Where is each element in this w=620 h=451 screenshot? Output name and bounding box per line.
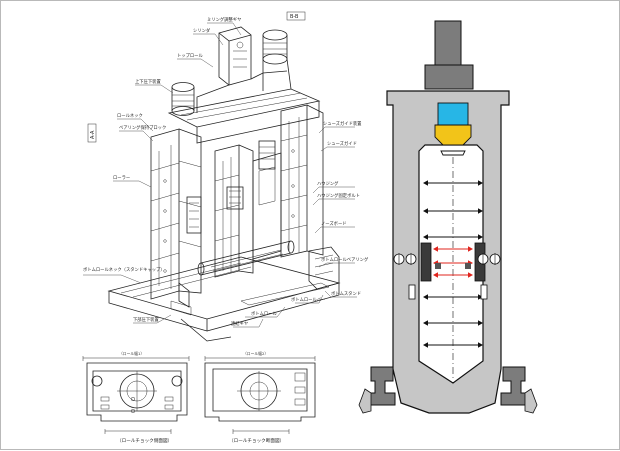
middle-housing-column [214, 144, 254, 278]
red-arrow-3 [433, 272, 473, 278]
chock-marker-right [465, 263, 471, 269]
label-roller: ローラー [113, 175, 130, 181]
dim-left: （ロール幅1） [119, 351, 144, 356]
label-bearing-block: ベアリング保持ブロック [119, 124, 166, 131]
label-cylinder: シリンダ [193, 27, 211, 34]
view-tag-b-b: B-B [286, 11, 306, 21]
cylinder-top [434, 20, 462, 66]
label-bottom-roll: ボトムロール [251, 310, 277, 317]
label-shoe-guide-device: シューズガイド装置 [323, 120, 362, 127]
right-housing-column [280, 104, 324, 258]
dim-right: （ロール幅2） [243, 351, 268, 356]
black-load-arrows [423, 180, 483, 348]
foot-right [500, 366, 538, 414]
top-motor-right [262, 29, 288, 65]
black-arrow-5 [423, 320, 483, 326]
chock-marker-left [435, 263, 441, 269]
label-lower-screwdown: 下部圧下装置 [133, 316, 159, 323]
label-bottom-roll-bar: ボトムロールバー [291, 296, 325, 303]
chock-side-view: （ロール幅1） （ロールチョック側面図） [82, 351, 190, 444]
side-bolt-left-2 [405, 253, 417, 265]
nut-seat [440, 150, 466, 156]
piston-rod [437, 102, 469, 126]
cylinder-body [424, 64, 474, 90]
label-nose-board: ノーズボード [321, 220, 347, 227]
label-gear: ミリング調整ギヤ [207, 16, 241, 23]
black-arrow-4 [423, 294, 483, 300]
label-housing: ハウジング [317, 180, 339, 187]
isometric-mill-stand: B-B A-A ミリング調整ギヤ シリンダ トップロール 上下圧下装置 ロールネ… [83, 11, 369, 342]
side-motor-left [171, 82, 195, 116]
adjusting-nut [434, 124, 472, 146]
view-tag-a-text: A-A [90, 130, 96, 139]
label-housing-bolt: ハウジング固定ボルト [317, 192, 360, 199]
foot-left [358, 366, 396, 414]
label-bottom-bearing: ボトムロールベアリング [321, 256, 369, 263]
label-screwdown: 上下圧下装置 [135, 78, 161, 85]
top-motor-left [218, 26, 252, 86]
black-arrow-1 [423, 180, 483, 186]
black-arrow-3 [423, 234, 483, 240]
side-bolt-right-2 [477, 253, 489, 265]
slot-left [408, 284, 416, 300]
red-arrow-1 [433, 246, 473, 252]
label-bottom-neck: ボトムロールネック（スタンドキャップ） [83, 266, 165, 273]
housing-schematic [358, 20, 538, 414]
label-shoe-guide: シューズガイド [327, 140, 357, 147]
caption-left: （ロールチョック側面図） [117, 437, 172, 444]
bottom-roll [197, 240, 295, 276]
block-left [420, 242, 432, 282]
side-bolt-right [489, 253, 501, 265]
view-tag-a-a: A-A [87, 123, 97, 143]
label-roll-neck: ロールネック [117, 113, 143, 119]
black-arrow-6 [423, 342, 483, 348]
black-arrow-2 [423, 208, 483, 214]
label-coupling-gear: 連結ギヤ [231, 320, 248, 327]
view-tag-b-text: B-B [290, 14, 299, 20]
label-bottom-stand: ボトムスタンド [331, 290, 361, 297]
label-top-roll: トップロール [177, 53, 203, 59]
chock-section-view: （ロール幅2） （ロールチョック断面図） [204, 351, 316, 444]
slot-right [480, 284, 488, 300]
caption-right: （ロールチョック断面図） [229, 437, 284, 444]
callouts: ミリング調整ギヤ シリンダ トップロール 上下圧下装置 ロールネック ベアリング… [83, 16, 369, 328]
side-bolt-left [393, 253, 405, 265]
